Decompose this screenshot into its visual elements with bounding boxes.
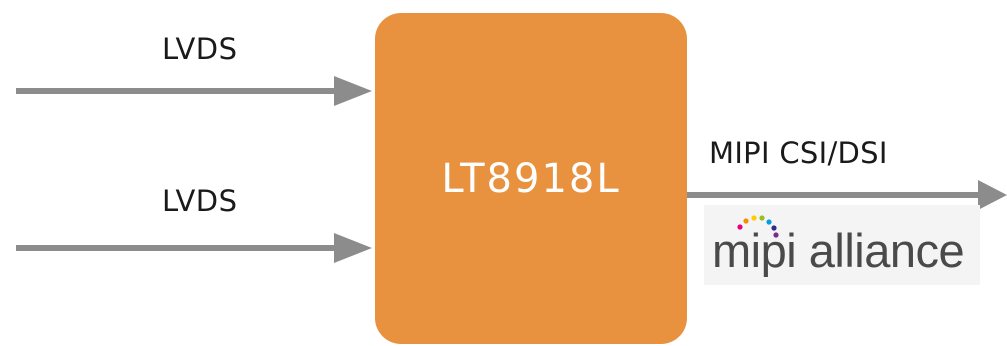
mipi-alliance-logo: mipi alliance	[704, 205, 980, 285]
output-label: MIPI CSI/DSI	[709, 136, 888, 170]
output-arrow	[687, 180, 1007, 210]
logo-dots	[737, 215, 779, 238]
chip-label: LT8918L	[441, 155, 621, 202]
input-label-top: LVDS	[162, 32, 238, 66]
input-arrow-top	[16, 76, 372, 106]
chip-block: LT8918L	[375, 13, 687, 344]
input-arrow-bottom	[16, 233, 372, 263]
input-label-bottom: LVDS	[162, 184, 238, 218]
logo-wordmark: mipi alliance	[712, 224, 965, 277]
